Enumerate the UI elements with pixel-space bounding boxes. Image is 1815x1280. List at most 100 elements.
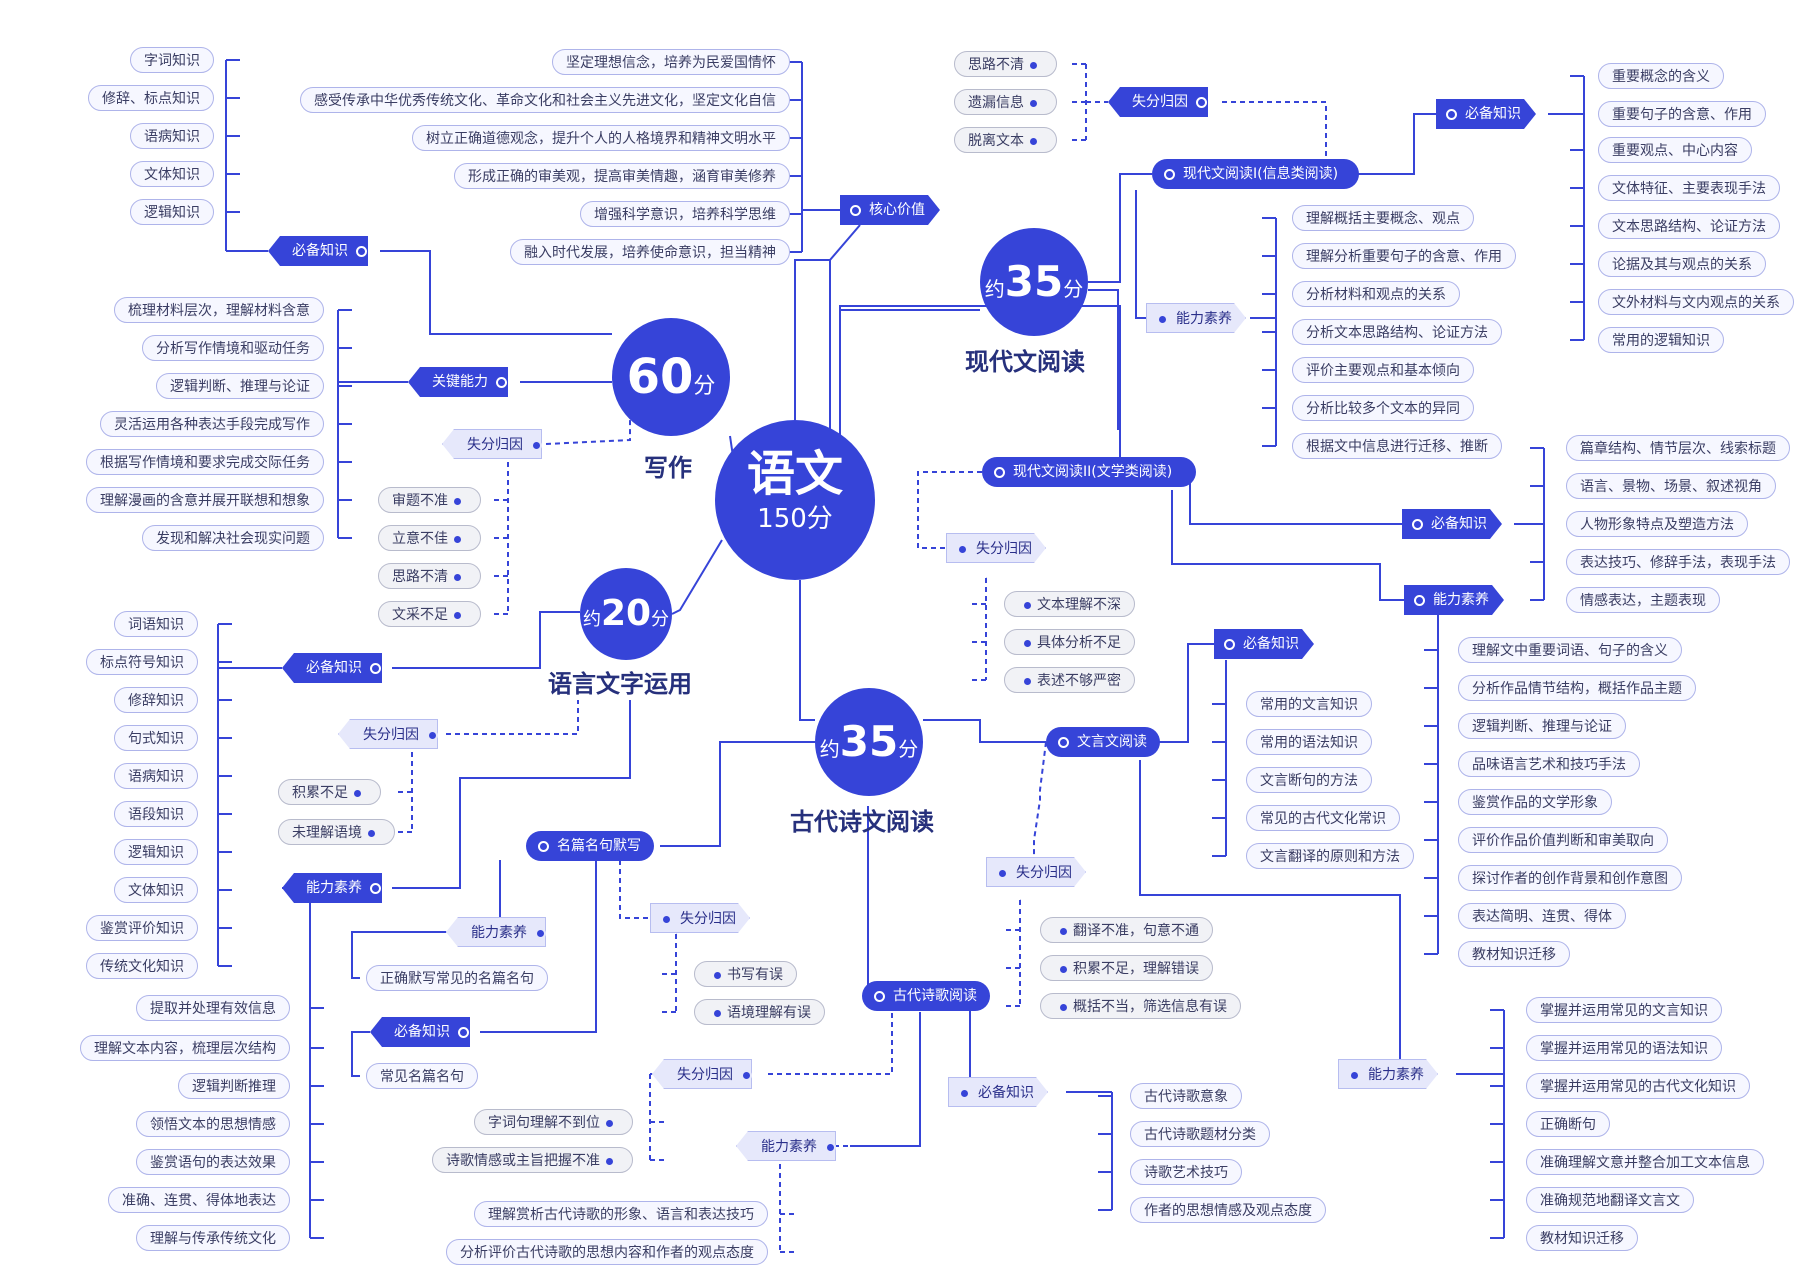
- leaf-text: 增强科学意识，培养科学思维: [594, 207, 776, 223]
- leaf-text: 逻辑判断、推理与论证: [1472, 719, 1612, 735]
- ancient-title: 古代诗文阅读: [790, 808, 934, 836]
- bullet-dot: [1024, 677, 1031, 685]
- connector: [923, 719, 1046, 743]
- famous-loss-tag: 失分归因: [650, 903, 750, 933]
- modern-one-knowledge-item: 文本思路结构、论证方法: [1598, 213, 1780, 239]
- node-dot: [1414, 594, 1425, 606]
- lang-knowledge-item: 句式知识: [114, 725, 198, 751]
- writing-loss-item: 思路不清: [378, 563, 481, 589]
- leaf-text: 准确、连贯、得体地表达: [122, 1193, 276, 1209]
- leaf-text: 掌握并运用常见的文言知识: [1540, 1003, 1708, 1019]
- modern-two-knowledge-item: 语言、景物、场景、叙述视角: [1566, 473, 1776, 499]
- tag-text: 必备知识: [394, 1024, 450, 1040]
- classical-ability-item: 教材知识迁移: [1526, 1225, 1638, 1251]
- lang-knowledge-item: 词语知识: [114, 611, 198, 637]
- modern-one-ability-item: 理解分析重要句子的含意、作用: [1292, 243, 1516, 269]
- node-dot: [1446, 108, 1457, 120]
- leaf-text: 作者的思想情感及观点态度: [1144, 1203, 1312, 1219]
- writing-ability-item: 逻辑判断、推理与论证: [156, 373, 324, 399]
- tag-text: 必备知识: [978, 1085, 1034, 1101]
- famous-knowledge-tag: 必备知识: [370, 1017, 470, 1047]
- bullet-dot: [454, 535, 461, 543]
- node-dot: [535, 927, 546, 939]
- leaf-text: 思路不清: [392, 569, 448, 585]
- leaf-text: 感受传承中华优秀传统文化、革命文化和社会主义先进文化，坚定文化自信: [314, 93, 776, 109]
- leaf-text: 坚定理想信念，培养为民爱国情怀: [566, 55, 776, 71]
- tag-text: 现代文阅读I(信息类阅读): [1183, 166, 1339, 182]
- tag-text: 关键能力: [432, 374, 488, 390]
- leaf-text: 常用的逻辑知识: [1612, 333, 1710, 349]
- classical-ability-item: 掌握并运用常见的文言知识: [1526, 997, 1722, 1023]
- connector: [768, 1012, 893, 1075]
- modern-two-ability-item: 教材知识迁移: [1458, 941, 1570, 967]
- node-dot: [1164, 168, 1175, 180]
- writing-knowledge-item: 字词知识: [130, 47, 214, 73]
- leaf-text: 概括不当，筛选信息有误: [1073, 999, 1227, 1015]
- leaf-text: 人物形象特点及塑造方法: [1580, 517, 1734, 533]
- lang-knowledge-item: 文体知识: [114, 877, 198, 903]
- tag-text: 必备知识: [1431, 516, 1487, 532]
- leaf-text: 文外材料与文内观点的关系: [1612, 295, 1780, 311]
- node-dot: [994, 466, 1005, 478]
- tag-text: 失分归因: [363, 727, 419, 743]
- leaf-text: 篇章结构、情节层次、线索标题: [1580, 441, 1776, 457]
- leaf-text: 积累不足，理解错误: [1073, 961, 1199, 977]
- modern-two-ability-item: 理解文中重要词语、句子的含义: [1458, 637, 1682, 663]
- leaf-text: 正确默写常见的名篇名句: [380, 971, 534, 987]
- bullet-dot: [454, 611, 461, 619]
- node-dot: [741, 1069, 752, 1081]
- classical-loss-item: 概括不当，筛选信息有误: [1040, 993, 1241, 1019]
- modern-one-knowledge-item: 文体特征、主要表现手法: [1598, 175, 1780, 201]
- modern-one-loss-tag: 失分归因: [1108, 87, 1208, 117]
- leaf-text: 文言断句的方法: [1260, 773, 1358, 789]
- connector: [351, 931, 446, 979]
- node-dot: [957, 543, 968, 555]
- classical-knowledge-tag: 必备知识: [1214, 629, 1314, 659]
- modern-one-loss-item: 思路不清: [954, 51, 1057, 77]
- leaf-text: 分析材料和观点的关系: [1306, 287, 1446, 303]
- poetry-knowledge-item: 古代诗歌题材分类: [1130, 1121, 1270, 1147]
- modern-one-knowledge-item: 重要概念的含义: [1598, 63, 1724, 89]
- tag-text: 失分归因: [1132, 94, 1188, 110]
- bullet-dot: [354, 789, 361, 797]
- modern-two-knowledge-item: 篇章结构、情节层次、线索标题: [1566, 435, 1790, 461]
- node-dot: [427, 729, 438, 741]
- leaf-text: 表达简明、连贯、得体: [1472, 909, 1612, 925]
- bullet-dot: [1030, 137, 1037, 145]
- node-dot: [1349, 1069, 1360, 1081]
- classical-knowledge-item: 常用的语法知识: [1246, 729, 1372, 755]
- leaf-text: 字词知识: [144, 53, 200, 69]
- connector: [839, 309, 980, 440]
- modern-title: 现代文阅读: [965, 348, 1085, 376]
- node-dot: [531, 439, 542, 451]
- writing-loss-item: 立意不佳: [378, 525, 481, 551]
- writing-knowledge-tag: 必备知识: [268, 236, 368, 266]
- leaf-text: 翻译不准，句意不通: [1073, 923, 1199, 939]
- modern-one-ability-item: 分析文本思路结构、论证方法: [1292, 319, 1502, 345]
- poetry-ability-item: 理解赏析古代诗歌的形象、语言和表达技巧: [474, 1201, 768, 1227]
- leaf-text: 论据及其与观点的关系: [1612, 257, 1752, 273]
- tag-text: 能力素养: [1368, 1067, 1424, 1083]
- tag-text: 能力素养: [1176, 311, 1232, 327]
- leaf-text: 分析比较多个文本的异同: [1306, 401, 1460, 417]
- leaf-text: 思路不清: [968, 57, 1024, 73]
- node-dot: [538, 840, 549, 852]
- leaf-text: 教材知识迁移: [1472, 947, 1556, 963]
- leaf-text: 文体知识: [128, 883, 184, 899]
- leaf-text: 探讨作者的创作背景和创作意图: [1472, 871, 1668, 887]
- node-dot: [1412, 518, 1423, 530]
- lang-ability-item: 准确、连贯、得体地表达: [108, 1187, 290, 1213]
- leaf-text: 理解漫画的含意并展开联想和想象: [100, 493, 310, 509]
- lang-knowledge-item: 逻辑知识: [114, 839, 198, 865]
- connector: [917, 471, 982, 549]
- famous-ability-item: 正确默写常见的名篇名句: [366, 965, 548, 991]
- modern-two-ability-item: 分析作品情节结构，概括作品主题: [1458, 675, 1696, 701]
- leaf-text: 修辞知识: [128, 693, 184, 709]
- leaf-text: 标点符号知识: [100, 655, 184, 671]
- leaf-text: 掌握并运用常见的语法知识: [1540, 1041, 1708, 1057]
- leaf-text: 提取并处理有效信息: [150, 1001, 276, 1017]
- leaf-text: 理解文中重要词语、句子的含义: [1472, 643, 1668, 659]
- tag-text: 现代文阅读II(文学类阅读): [1013, 464, 1173, 480]
- leaf-text: 根据写作情境和要求完成交际任务: [100, 455, 310, 471]
- node-dot: [661, 913, 672, 925]
